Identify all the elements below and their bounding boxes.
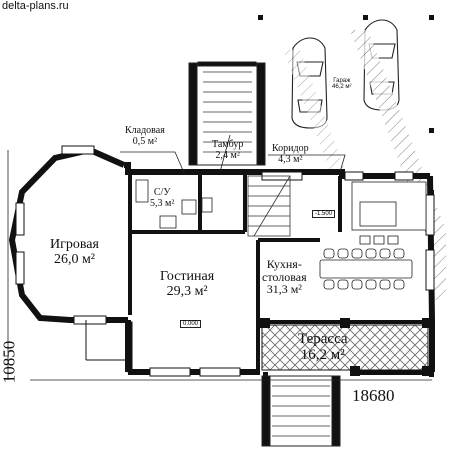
dimension-height: 10850 [0, 340, 19, 384]
level-mark-low: -1.500 [312, 210, 336, 218]
inner-stair [247, 175, 291, 237]
entrance-stair-top [188, 61, 266, 166]
entrance-stair-bottom [261, 375, 341, 447]
site-watermark: delta-plans.ru [2, 0, 69, 12]
kitchen-furniture [319, 181, 427, 290]
dimension-width: 18680 [352, 386, 395, 405]
terrace-columns [260, 318, 432, 376]
dimension-lines [7, 150, 432, 381]
level-mark-main: 0.000 [180, 320, 202, 328]
bathroom-fixtures [135, 179, 213, 229]
interior-walls [128, 172, 430, 370]
terrace-floor [261, 324, 429, 371]
leader-lines [120, 134, 346, 176]
porch-left [85, 320, 133, 373]
